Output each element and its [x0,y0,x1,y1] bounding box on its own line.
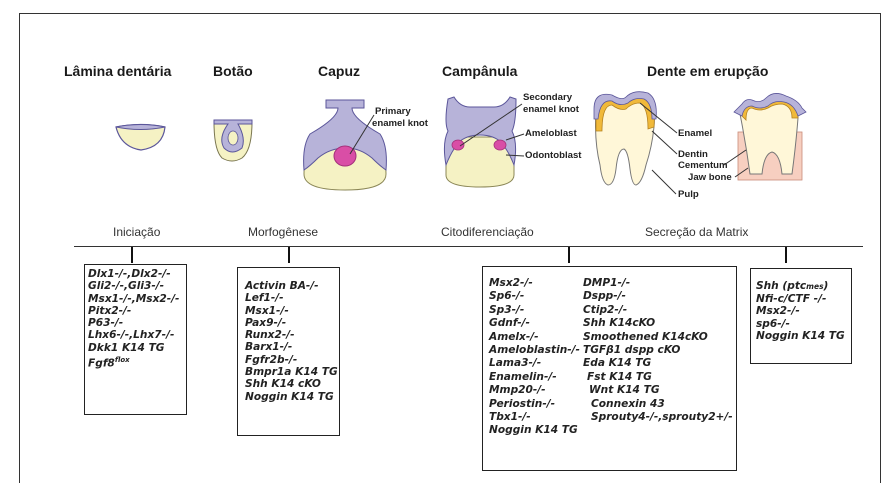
timeline-tick-cytodiff [568,247,570,263]
gene-item: Wnt K14 TG [583,384,733,397]
gene-item: Eda K14 TG [583,357,733,370]
gene-list-cytodiff-right: DMP1-/- Dspp-/- Ctip2-/- Shh K14cKO Smoo… [583,277,733,424]
gene-list-secretion: Shh (ptcmes) Nfi-c/CTF -/- Msx2-/- sp6-/… [756,280,845,343]
gene-item: Amelx-/- [489,331,580,344]
gene-item: Mmp20-/- [489,384,580,397]
timeline-axis [74,246,863,247]
phase-secrecao: Secreção da Matrix [645,225,748,239]
gene-list-initiation: Dlx1-/-,Dlx2-/- Gli2-/-,Gli3-/- Msx1-/-,… [88,268,179,366]
gene-item: Ameloblastin-/- [489,344,580,357]
timeline-tick-initiation [131,247,133,263]
gene-shh: Shh (ptc [756,280,806,292]
gene-item: Fgf8flox [88,354,179,366]
gene-item: Bmpr1a K14 TG [245,366,338,378]
gene-item: TGFβ1 dspp cKO [583,344,733,357]
gene-shh-subscript: mes [806,282,823,291]
gene-item: Dlx1-/-,Dlx2-/- [88,268,179,280]
timeline-tick-secretion [785,247,787,263]
gene-item: Fgfr2b-/- [245,354,338,366]
gene-item: Pax9-/- [245,317,338,329]
gene-item: Lhx6-/-,Lhx7-/- [88,329,179,341]
gene-fgf8: Fgf8 [88,358,115,370]
gene-item: Lef1-/- [245,292,338,304]
gene-item: Sp3-/- [489,304,580,317]
gene-item: Connexin 43 [583,398,733,411]
gene-item: Msx2-/- [756,305,845,318]
gene-item: Lama3-/- [489,357,580,370]
gene-item: Periostin-/- [489,398,580,411]
gene-item: Msx1-/- [245,305,338,317]
gene-item: Nfi-c/CTF -/- [756,293,845,306]
gene-item: Ctip2-/- [583,304,733,317]
gene-item: Tbx1-/- [489,411,580,424]
gene-item: Dspp-/- [583,290,733,303]
gene-item: Runx2-/- [245,329,338,341]
gene-item: Noggin K14 TG [245,391,338,403]
gene-item: Fst K14 TG [583,371,733,384]
gene-item: Noggin K14 TG [489,424,580,437]
phase-iniciacao: Iniciação [113,225,160,239]
gene-list-cytodiff-left: Msx2-/- Sp6-/- Sp3-/- Gdnf-/- Amelx-/- A… [489,277,580,438]
gene-item: Smoothened K14cKO [583,331,733,344]
gene-item: Sprouty4-/-,sprouty2+/- [583,411,733,424]
gene-item: Gli2-/-,Gli3-/- [88,280,179,292]
phase-citodiferenciacao: Citodiferenciação [441,225,534,239]
gene-item: Shh K14cKO [583,317,733,330]
gene-item: Msx1-/-,Msx2-/- [88,293,179,305]
gene-item: Gdnf-/- [489,317,580,330]
gene-item: Barx1-/- [245,341,338,353]
gene-item: Sp6-/- [489,290,580,303]
gene-list-morphogenesis: Activin ВA-/- Lef1-/- Msx1-/- Pax9-/- Ru… [245,280,338,403]
gene-fgf8-superscript: flox [115,356,130,364]
gene-item: sp6-/- [756,318,845,331]
gene-item: Shh K14 cKO [245,378,338,390]
gene-item: Noggin K14 TG [756,330,845,343]
gene-item: Msx2-/- [489,277,580,290]
gene-item: P63-/- [88,317,179,329]
gene-item: Dkk1 K14 TG [88,342,179,354]
gene-shh-close: ) [824,280,829,292]
timeline-tick-morphogenesis [288,247,290,263]
gene-item: DMP1-/- [583,277,733,290]
gene-item: Pitx2-/- [88,305,179,317]
gene-item: Activin ВA-/- [245,280,338,292]
gene-item: Shh (ptcmes) [756,280,845,293]
gene-item: Enamelin-/- [489,371,580,384]
phase-morfogenese: Morfogênese [248,225,318,239]
